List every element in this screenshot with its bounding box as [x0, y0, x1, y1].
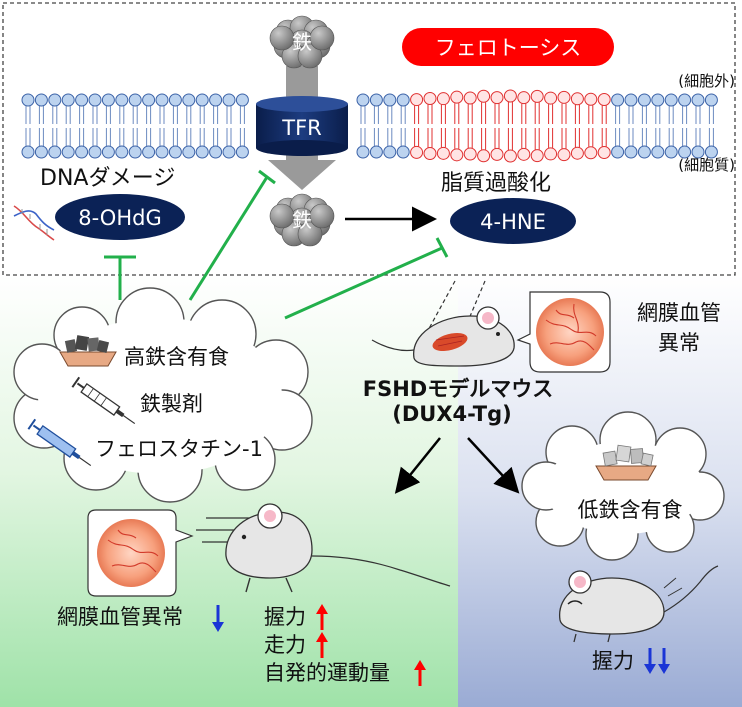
8-ohdg-label: 8-OHdG: [78, 206, 161, 230]
retina-label-left: 網膜血管異常: [57, 605, 183, 629]
iron-label-cytoplasm: 鉄: [292, 208, 312, 232]
cell-boundary: [2, 2, 736, 276]
double-down-arrow-icon: [644, 648, 670, 674]
effect-right-grip: 握力: [592, 649, 634, 673]
effect-grip-strength: 握力: [264, 605, 306, 629]
ferroptosis-badge: [402, 28, 614, 66]
dna-damage-title: DNAダメージ: [40, 166, 175, 191]
effect-spontaneous-activity: 自発的運動量: [264, 661, 390, 685]
syringe-icon: [27, 418, 92, 467]
cell-membrane: [21, 89, 718, 163]
branch-arrow-left: [394, 437, 441, 494]
retina-down-arrow-icon: [212, 605, 224, 632]
retina-label-top-line1: 網膜血管: [637, 301, 721, 325]
high-iron-food-icon: [59, 335, 117, 367]
extracellular-label: (細胞外): [678, 72, 735, 90]
fshd-mouse-strain: (DUX4-Tg): [392, 402, 511, 426]
tfr-label: TFR: [281, 116, 322, 140]
low-iron-diet-label: 低鉄含有食: [578, 498, 683, 522]
treatment-iron-supplement: 鉄製剤: [140, 392, 203, 416]
cytoplasm-label: (細胞質): [678, 156, 735, 174]
low-iron-cloud-fill: [544, 442, 704, 534]
ferroptosis-label: フェロトーシス: [435, 36, 582, 60]
lipid-peroxidation-title: 脂質過酸化: [441, 171, 551, 196]
weak-mouse: [559, 565, 719, 643]
retina-label-top-line2: 異常: [658, 331, 700, 355]
4-hne-label: 4-HNE: [480, 210, 546, 234]
4-hne-marker: [450, 198, 576, 244]
8-ohdg-marker: [55, 194, 185, 240]
treatment-high-iron-diet: 高鉄含有食: [124, 345, 229, 369]
branch-arrow-right: [467, 437, 520, 494]
treatment-ferrostatin: フェロスタチン-1: [95, 437, 263, 461]
iron-cluster-extracellular: [269, 15, 335, 69]
low-iron-food-icon: [595, 444, 657, 481]
effect-running: 走力: [264, 633, 306, 657]
syringe-icon: [71, 376, 136, 425]
retina-bubble-left: [87, 509, 194, 597]
iron-cluster-cytoplasm: [269, 193, 335, 247]
up-arrow-icon: [316, 604, 426, 686]
fshd-mouse-name: FSHDモデルマウス: [363, 377, 553, 401]
inhibition-lines: [104, 169, 449, 320]
running-mouse: [196, 503, 451, 593]
fshd-model-mouse: [371, 280, 515, 367]
tfr-receptor: [256, 96, 348, 156]
dna-helix-icon: [13, 205, 55, 241]
iron-transport-arrowhead: [268, 160, 336, 190]
iron-label-extracellular: 鉄: [292, 30, 312, 54]
retina-bubble-top: [516, 291, 611, 373]
